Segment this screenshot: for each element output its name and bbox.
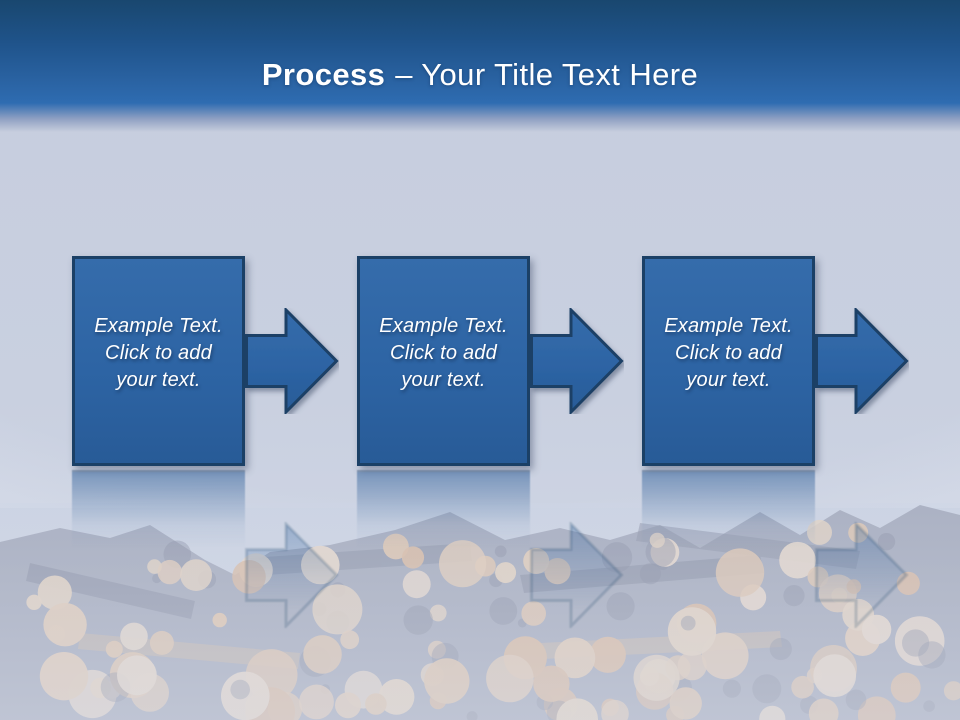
box-reflection — [642, 470, 815, 548]
step-text-line: Click to add — [675, 342, 782, 364]
process-step-box[interactable]: Example Text. Click to add your text. — [642, 256, 815, 466]
step-text-line: Click to add — [105, 342, 212, 364]
process-step-3: Example Text. Click to add your text. — [642, 256, 909, 636]
title-emphasis: Process — [261, 57, 386, 92]
step-text-line: Example Text. — [94, 315, 223, 337]
right-arrow-icon — [245, 308, 339, 414]
step-text-line: Click to add — [390, 342, 497, 364]
process-step-2: Example Text. Click to add your text. — [357, 256, 624, 636]
process-step-1: Example Text. Click to add your text. — [72, 256, 339, 636]
arrow-reflection — [530, 522, 624, 628]
process-step-box[interactable]: Example Text. Click to add your text. — [72, 256, 245, 466]
box-reflection — [357, 470, 530, 548]
process-step-box[interactable]: Example Text. Click to add your text. — [357, 256, 530, 466]
arrow-reflection — [815, 522, 909, 628]
step-text-line: Example Text. — [379, 315, 508, 337]
step-text-line: Example Text. — [664, 315, 793, 337]
step-text-line: your text. — [116, 369, 201, 391]
step-text-line: your text. — [401, 369, 486, 391]
arrow-reflection — [245, 522, 339, 628]
title-rest: – Your Title Text Here — [395, 57, 699, 92]
title-band: Process – Your Title Text Here — [0, 0, 960, 132]
step-text-line: your text. — [686, 369, 771, 391]
right-arrow-icon — [530, 308, 624, 414]
box-reflection — [72, 470, 245, 548]
slide-title: Process – Your Title Text Here — [0, 57, 960, 93]
right-arrow-icon — [815, 308, 909, 414]
